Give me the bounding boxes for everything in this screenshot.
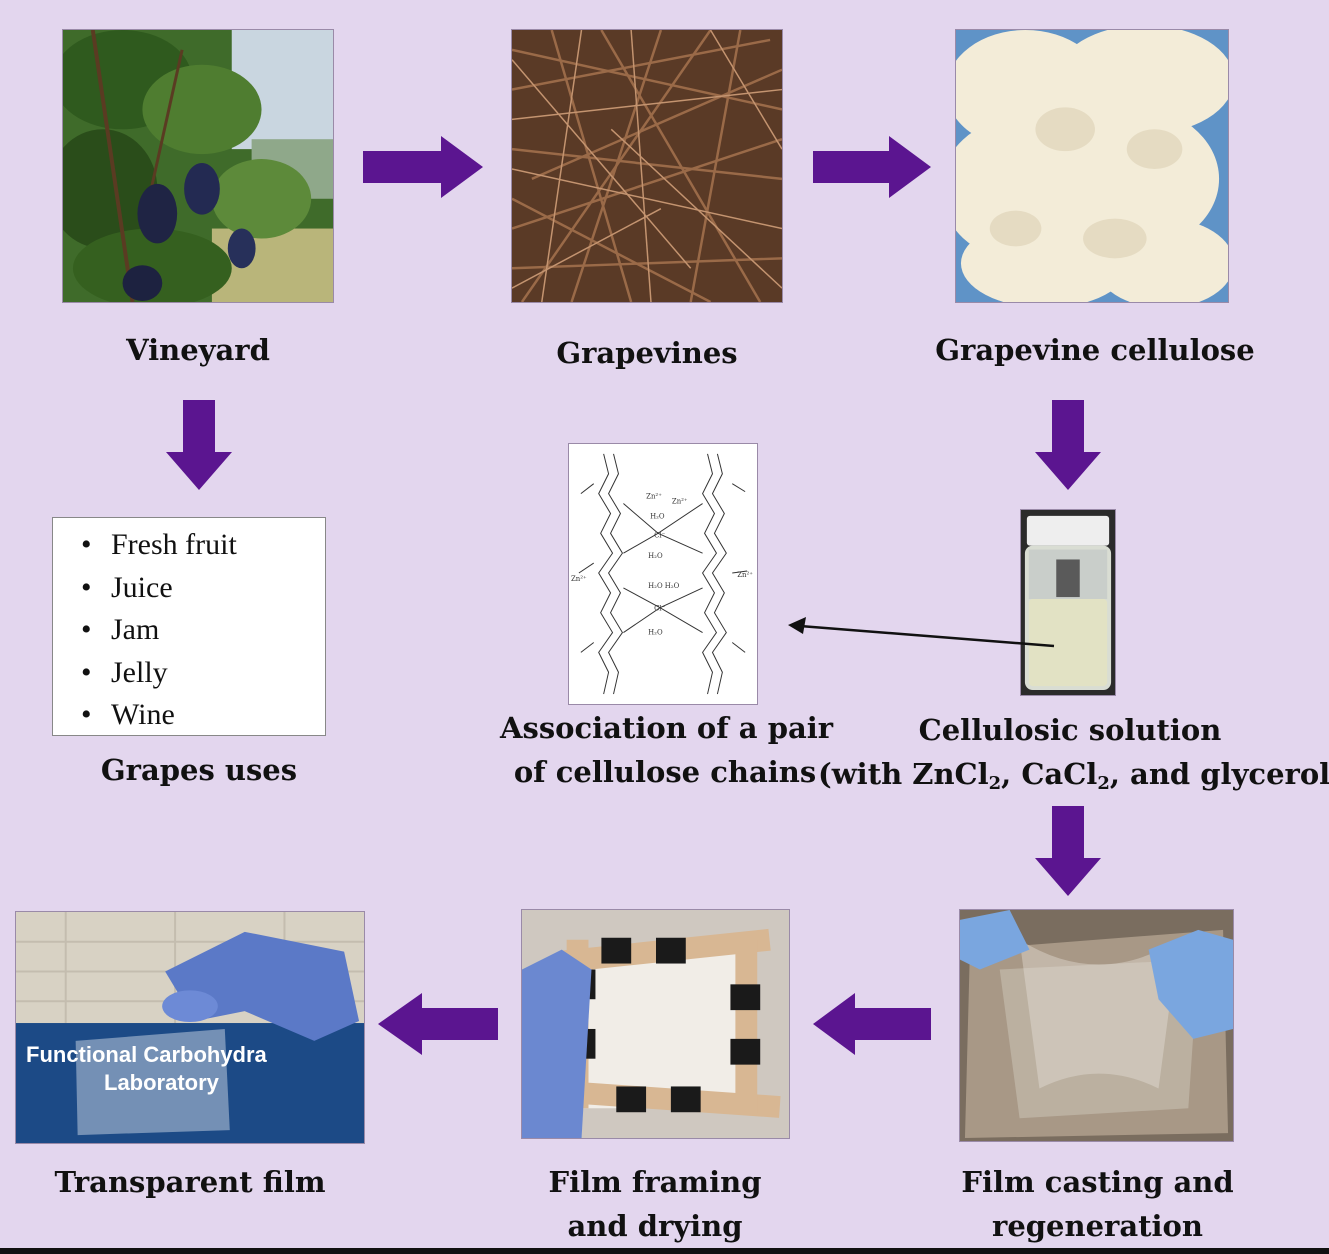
list-item: Jelly: [81, 652, 325, 695]
solution-text-part: , and glycerol): [1109, 757, 1329, 791]
grapevines-photo: [511, 29, 783, 303]
solution-text-part: (with ZnCl: [818, 757, 989, 791]
arrow-right-icon: [363, 136, 483, 198]
svg-text:H₂O H₂O: H₂O H₂O: [648, 582, 679, 590]
list-item: Wine: [81, 694, 325, 737]
vineyard-photo: [62, 29, 334, 303]
list-item: Fresh fruit: [81, 524, 325, 567]
solution-subscript: 2: [1097, 773, 1110, 795]
svg-text:Zn²⁺: Zn²⁺: [672, 498, 688, 506]
lab-sign-line2: Laboratory: [104, 1070, 219, 1095]
film-framing-photo: [521, 909, 790, 1139]
arrow-down-icon: [1035, 400, 1101, 490]
arrow-down-icon: [166, 400, 232, 490]
vineyard-label: Vineyard: [126, 333, 270, 367]
cellulosic-solution-label-line2: (with ZnCl2, CaCl2, and glycerol): [818, 752, 1329, 806]
svg-text:Zn²⁺: Zn²⁺: [571, 575, 587, 583]
svg-text:Zn²⁺: Zn²⁺: [737, 571, 753, 579]
grapes-uses-list: Fresh fruit Juice Jam Jelly Wine: [53, 518, 325, 737]
transparent-film-photo: [15, 911, 365, 1144]
arrow-down-icon: [1035, 806, 1101, 896]
svg-text:H₂O: H₂O: [648, 629, 663, 637]
grapes-uses-list-box: Fresh fruit Juice Jam Jelly Wine: [52, 517, 326, 736]
grapevine-cellulose-label: Grapevine cellulose: [935, 333, 1255, 367]
film-casting-label-line1: Film casting and: [961, 1165, 1234, 1199]
grapevines-label: Grapevines: [556, 336, 738, 370]
bottom-border: [0, 1248, 1329, 1254]
film-framing-label-line2: and drying: [567, 1209, 743, 1243]
solution-subscript: 2: [988, 773, 1002, 795]
grapes-uses-label: Grapes uses: [100, 753, 298, 787]
cellulosic-solution-label-line1: Cellulosic solution: [918, 713, 1222, 747]
arrow-left-icon: [813, 993, 931, 1055]
pointer-arrow-icon: [786, 612, 1056, 652]
grapevine-cellulose-photo: [955, 29, 1229, 303]
svg-text:Cl⁻: Cl⁻: [654, 605, 665, 613]
svg-text:H₂O: H₂O: [650, 512, 665, 520]
film-casting-label-line2: regeneration: [992, 1209, 1203, 1243]
cellulosic-solution-bottle-photo: [1020, 509, 1116, 696]
association-label-line2: of cellulose chains: [513, 755, 817, 789]
transparent-film-label: Transparent film: [54, 1165, 326, 1199]
svg-text:Cl⁻: Cl⁻: [654, 531, 665, 539]
film-casting-photo: [959, 909, 1234, 1142]
solution-text-part: , CaCl: [1001, 757, 1098, 791]
list-item: Jam: [81, 609, 325, 652]
arrow-right-icon: [813, 136, 931, 198]
list-item: Juice: [81, 567, 325, 610]
association-label-line1: Association of a pair: [500, 711, 834, 745]
film-framing-label-line1: Film framing: [548, 1165, 762, 1199]
svg-text:H₂O: H₂O: [648, 552, 663, 560]
arrow-left-icon: [378, 993, 498, 1055]
lab-sign-line1: Functional Carbohydra: [26, 1042, 267, 1067]
cellulose-chains-structure-image: Zn²⁺ Zn²⁺ H₂O Cl⁻ H₂O H₂O H₂O Cl⁻ H₂O Zn²⁺ Zn…: [568, 443, 758, 705]
svg-text:Zn²⁺: Zn²⁺: [646, 493, 662, 501]
